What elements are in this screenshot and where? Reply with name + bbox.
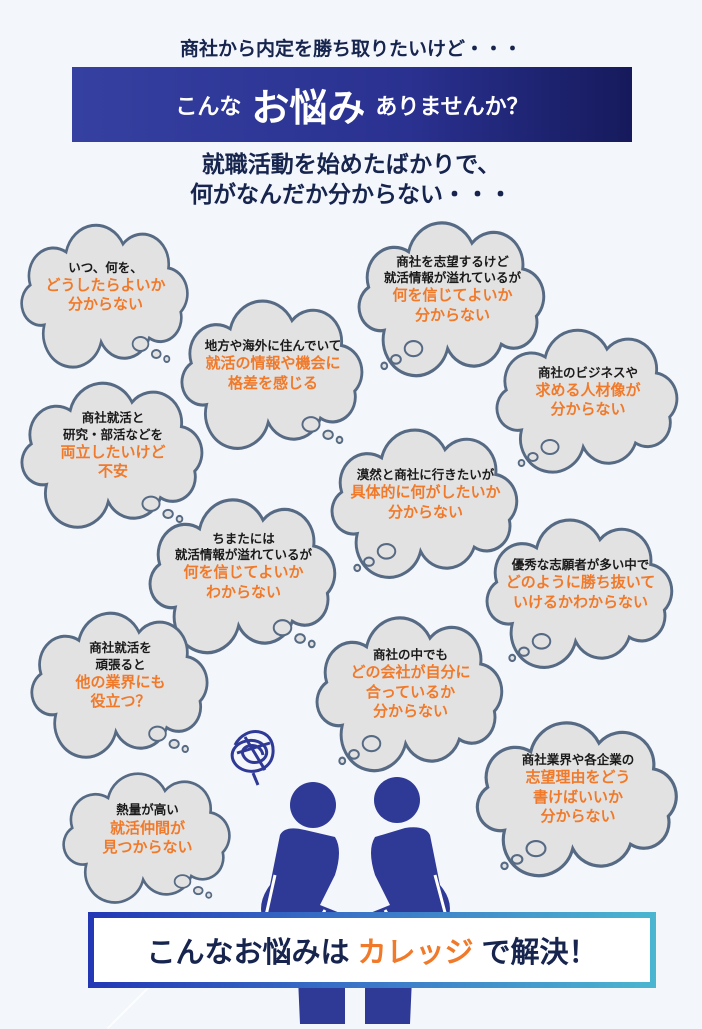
thought-cloud: 商社の中でもどの会社が自分に合っているか分からない bbox=[313, 616, 508, 773]
cloud-line: ちまたには bbox=[212, 530, 275, 546]
cloud-line: 地方や海外に住んでいて bbox=[204, 337, 342, 353]
cloud-highlight-line: どうしたらよいか bbox=[45, 275, 166, 294]
cloud-line: 熱量が高い bbox=[116, 802, 179, 818]
brand-name: カレッジ bbox=[357, 935, 474, 969]
thought-cloud: ちまたには就活情報が溢れているが何を信じてよいかわからない bbox=[146, 498, 341, 655]
cloud-highlight-line: 両立したいけど bbox=[60, 442, 166, 461]
cloud-highlight-line: 格差を感じる bbox=[227, 373, 318, 392]
thought-cloud: いつ、何を、どうしたらよいか分からない bbox=[18, 223, 193, 369]
thought-cloud: 地方や海外に住んでいて就活の情報や機会に格差を感じる bbox=[178, 299, 368, 450]
cloud-highlight-line: 何を信じてよいか bbox=[183, 563, 304, 582]
cloud-line: 漠然と商社に行きたいが bbox=[356, 466, 495, 482]
cloud-highlight-line: 分からない bbox=[414, 305, 490, 324]
thought-cloud: 商社就活を頑張ると他の業界にも役立つ？ bbox=[28, 611, 213, 759]
cloud-highlight-line: 分からない bbox=[372, 702, 448, 721]
cloud-highlight-line: 合っているか bbox=[365, 682, 456, 701]
solution-banner: こんなお悩みは カレッジ で解決！ bbox=[88, 912, 656, 988]
cloud-line: 商社の中でも bbox=[372, 647, 448, 663]
cloud-highlight-line: 就活の情報や機会に bbox=[205, 354, 341, 373]
headline-pre: こんな bbox=[175, 94, 242, 120]
cloud-highlight-line: 書けばいいか bbox=[532, 787, 623, 806]
cloud-highlight-line: 役立つ？ bbox=[90, 692, 151, 711]
cloud-highlight-line: 他の業界にも bbox=[75, 672, 166, 691]
cloud-highlight-line: どのように勝ち抜いて bbox=[505, 573, 656, 592]
cloud-line: 商社を志望するけど bbox=[396, 253, 509, 269]
cloud-shape bbox=[357, 221, 546, 378]
cloud-text: 漠然と商社に行きたいが具体的に何がしたいか分からない bbox=[328, 435, 523, 554]
cloud-text: 商社就活と研究・部活などを両立したいけど不安 bbox=[18, 388, 208, 504]
headline-emphasis: お悩み bbox=[251, 86, 366, 130]
subheading: 就職活動を始めたばかりで、 何がなんだか分からない・・・ bbox=[0, 150, 702, 210]
cloud-shape bbox=[330, 428, 519, 579]
thought-cloud: 熱量が高い就活仲間が見つからない bbox=[60, 772, 235, 904]
subheading-line1: 就職活動を始めたばかりで、 bbox=[201, 152, 501, 178]
cloud-text: 商社の中でもどの会社が自分に合っているか分からない bbox=[313, 623, 508, 746]
cloud-text: 商社のビジネスや求める人材像が分からない bbox=[493, 335, 683, 449]
cloud-shape bbox=[180, 299, 364, 450]
cloud-highlight-line: 分からない bbox=[540, 807, 616, 826]
solution-pre: こんなお悩みは bbox=[146, 935, 350, 969]
thought-cloud: 商社のビジネスや求める人材像が分からない bbox=[493, 328, 683, 474]
cloud-shape bbox=[62, 772, 231, 904]
cloud-highlight-line: 志望理由をどう bbox=[525, 768, 631, 787]
cloud-text: 商社を志望するけど就活情報が溢れているが何を信じてよいか分からない bbox=[355, 228, 550, 351]
cloud-line: 就活情報が溢れているが bbox=[383, 270, 522, 286]
cloud-line: 商社のビジネスや bbox=[537, 364, 638, 380]
scribble-icon bbox=[230, 730, 275, 786]
headline-banner: こんな お悩み ありませんか？ bbox=[72, 67, 632, 142]
cloud-highlight-line: 不安 bbox=[97, 462, 128, 481]
cloud-text: 地方や海外に住んでいて就活の情報や機会に格差を感じる bbox=[178, 306, 368, 425]
cloud-text: いつ、何を、どうしたらよいか分からない bbox=[18, 230, 193, 344]
thought-cloud: 優秀な志願者が多い中でどのように勝ち抜いていけるかわからない bbox=[483, 518, 678, 669]
cloud-shape bbox=[495, 328, 679, 474]
cloud-shape bbox=[485, 518, 674, 669]
thought-cloud: 商社就活と研究・部活などを両立したいけど不安 bbox=[18, 381, 208, 529]
thought-cloud: 商社業界や各企業の志望理由をどう書けばいいか分からない bbox=[473, 721, 683, 878]
cloud-shape bbox=[315, 616, 504, 773]
cloud-line: いつ、何を、 bbox=[68, 259, 143, 275]
cloud-line: 優秀な志願者が多い中で bbox=[511, 556, 650, 572]
lead-text: 商社から内定を勝ち取りたいけど・・・ bbox=[179, 38, 522, 60]
cloud-shape bbox=[20, 223, 189, 369]
cloud-text: 商社業界や各企業の志望理由をどう書けばいいか分からない bbox=[473, 728, 683, 851]
cloud-highlight-line: いけるかわからない bbox=[512, 592, 648, 611]
cloud-text: 優秀な志願者が多い中でどのように勝ち抜いていけるかわからない bbox=[483, 525, 678, 644]
cloud-highlight-line: 求める人材像が bbox=[535, 380, 641, 399]
cloud-highlight-line: 分からない bbox=[550, 400, 626, 419]
cloud-line: 頑張ると bbox=[95, 656, 146, 672]
cloud-highlight-line: どの会社が自分に bbox=[350, 663, 471, 682]
cloud-shape bbox=[30, 611, 209, 759]
headline-post: ありませんか？ bbox=[375, 94, 529, 120]
solution-post: で解決！ bbox=[481, 935, 598, 969]
thought-cloud: 商社を志望するけど就活情報が溢れているが何を信じてよいか分からない bbox=[355, 221, 550, 378]
subheading-line2: 何がなんだか分からない・・・ bbox=[190, 182, 512, 208]
cloud-highlight-line: 分からない bbox=[387, 502, 463, 521]
cloud-highlight-line: 具体的に何がしたいか bbox=[350, 483, 501, 502]
cloud-shape bbox=[20, 381, 204, 529]
cloud-line: 研究・部活などを bbox=[62, 426, 163, 442]
cloud-highlight-line: 就活仲間が bbox=[109, 818, 185, 837]
cloud-text: 熱量が高い就活仲間が見つからない bbox=[60, 778, 235, 882]
cloud-line: 就活情報が溢れているが bbox=[174, 547, 313, 563]
cloud-highlight-line: 見つからない bbox=[102, 838, 193, 857]
cloud-line: 商社就活と bbox=[81, 410, 145, 426]
cloud-shape bbox=[475, 721, 678, 878]
cloud-shape bbox=[148, 498, 337, 655]
cloud-highlight-line: わからない bbox=[205, 582, 281, 601]
cloud-highlight-line: 何を信じてよいか bbox=[392, 286, 513, 305]
cloud-highlight-line: 分からない bbox=[67, 295, 143, 314]
cloud-text: 商社就活を頑張ると他の業界にも役立つ？ bbox=[28, 618, 213, 734]
cloud-text: ちまたには就活情報が溢れているが何を信じてよいかわからない bbox=[146, 505, 341, 628]
cloud-line: 商社就活を bbox=[89, 640, 152, 656]
thought-cloud: 漠然と商社に行きたいが具体的に何がしたいか分からない bbox=[328, 428, 523, 579]
cloud-line: 商社業界や各企業の bbox=[521, 752, 635, 768]
